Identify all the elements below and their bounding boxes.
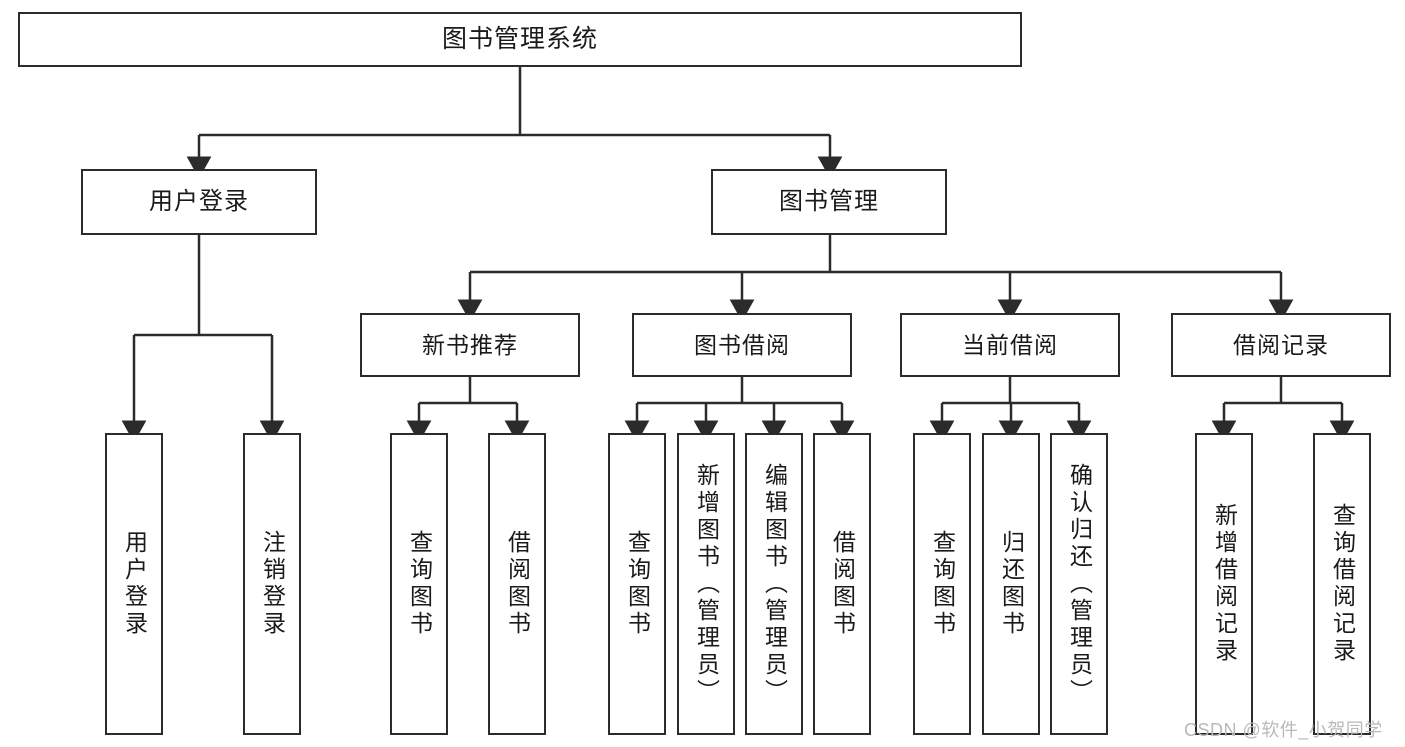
node-label: 查询图书 bbox=[406, 530, 433, 638]
node-book-borrow[interactable]: 图书借阅 bbox=[632, 313, 852, 377]
node-label: 图书借阅 bbox=[694, 331, 790, 358]
leaf-user-logout[interactable]: 注销登录 bbox=[243, 433, 301, 735]
node-label: 借阅图书 bbox=[829, 530, 856, 638]
node-label: 新增借阅记录 bbox=[1211, 503, 1238, 665]
node-label: 图书管理 bbox=[779, 188, 879, 215]
node-label: 归还图书 bbox=[998, 530, 1025, 638]
node-label: 用户登录 bbox=[149, 188, 249, 215]
node-label: 注销登录 bbox=[259, 530, 286, 638]
leaf-add-book-admin[interactable]: 新增图书（管理员） bbox=[677, 433, 735, 735]
node-label: 用户登录 bbox=[121, 530, 148, 638]
node-label: 借阅图书 bbox=[504, 530, 531, 638]
node-label: 新书推荐 bbox=[422, 331, 518, 358]
node-label: 查询图书 bbox=[929, 530, 956, 638]
node-label: 编辑图书（管理员） bbox=[761, 462, 788, 706]
leaf-edit-book-admin[interactable]: 编辑图书（管理员） bbox=[745, 433, 803, 735]
node-label: 查询借阅记录 bbox=[1329, 503, 1356, 665]
leaf-user-login[interactable]: 用户登录 bbox=[105, 433, 163, 735]
leaf-query-book-recommend[interactable]: 查询图书 bbox=[390, 433, 448, 735]
leaf-borrow-book[interactable]: 借阅图书 bbox=[813, 433, 871, 735]
leaf-add-borrow-record[interactable]: 新增借阅记录 bbox=[1195, 433, 1253, 735]
leaf-confirm-return-admin[interactable]: 确认归还（管理员） bbox=[1050, 433, 1108, 735]
node-label: 图书管理系统 bbox=[441, 25, 598, 53]
node-root-book-management-system[interactable]: 图书管理系统 bbox=[18, 12, 1022, 67]
node-borrow-record[interactable]: 借阅记录 bbox=[1171, 313, 1391, 377]
node-label: 借阅记录 bbox=[1233, 331, 1329, 358]
leaf-borrow-book-recommend[interactable]: 借阅图书 bbox=[488, 433, 546, 735]
node-current-borrow[interactable]: 当前借阅 bbox=[900, 313, 1120, 377]
node-label: 查询图书 bbox=[624, 530, 651, 638]
leaf-query-book-current[interactable]: 查询图书 bbox=[913, 433, 971, 735]
node-label: 新增图书（管理员） bbox=[693, 462, 720, 706]
node-new-book-recommend[interactable]: 新书推荐 bbox=[360, 313, 580, 377]
node-user-login[interactable]: 用户登录 bbox=[81, 169, 317, 235]
node-book-management[interactable]: 图书管理 bbox=[711, 169, 947, 235]
leaf-query-book-borrow[interactable]: 查询图书 bbox=[608, 433, 666, 735]
node-label: 当前借阅 bbox=[962, 331, 1058, 358]
node-label: 确认归还（管理员） bbox=[1066, 462, 1093, 706]
watermark-text: CSDN @软件_小贺同学 bbox=[1184, 720, 1383, 740]
leaf-return-book[interactable]: 归还图书 bbox=[982, 433, 1040, 735]
leaf-query-borrow-record[interactable]: 查询借阅记录 bbox=[1313, 433, 1371, 735]
